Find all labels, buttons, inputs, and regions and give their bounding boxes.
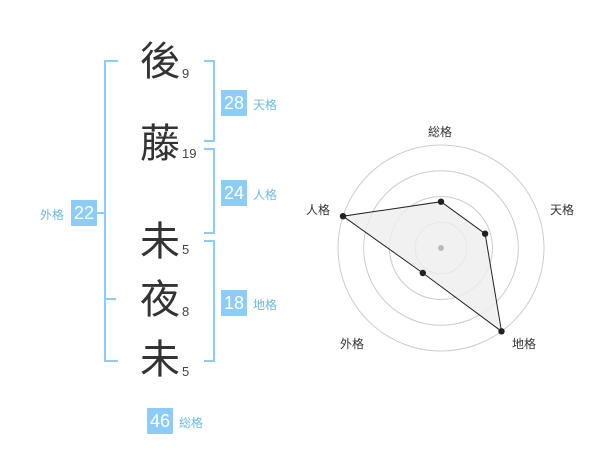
soukaku-value: 46 <box>147 408 173 434</box>
radar-center-dot <box>438 245 444 251</box>
chikaku-bracket <box>204 240 215 362</box>
gaikaku-bracket <box>104 60 118 362</box>
tenkaku-value: 28 <box>221 90 247 116</box>
radar-axis-label-tenkaku: 天格 <box>550 203 575 217</box>
stroke-count-3: 5 <box>182 242 190 257</box>
jinkaku-bracket <box>204 148 215 234</box>
stroke-count-1: 9 <box>182 66 190 81</box>
radar-axis-label-jinkaku: 人格 <box>306 203 331 217</box>
radar-point-4 <box>419 269 426 277</box>
name-char-2: 藤 <box>140 121 180 167</box>
chikaku-value: 18 <box>221 290 247 316</box>
gaikaku-bracket-connector <box>96 212 105 214</box>
radar-polygon <box>341 201 503 333</box>
jinkaku-value: 24 <box>221 180 247 206</box>
stroke-count-4: 8 <box>182 304 190 319</box>
gaikaku-value: 22 <box>71 200 97 226</box>
radar-point-2 <box>481 230 489 237</box>
name-char-1: 後 <box>140 39 180 85</box>
radar-ring-3 <box>363 170 519 326</box>
tenkaku-label: 天格 <box>253 98 278 112</box>
radar-axis-label-chikaku: 地格 <box>512 337 537 351</box>
radar-axis-label-soukaku: 総格 <box>428 125 453 139</box>
radar-point-3 <box>498 328 505 335</box>
jinkaku-label: 人格 <box>253 188 278 202</box>
soukaku-label: 総格 <box>179 416 204 430</box>
stroke-count-5: 5 <box>182 364 190 379</box>
gaikaku-bracket-tick <box>104 298 116 300</box>
stroke-count-2: 19 <box>182 146 197 161</box>
name-char-4: 夜 <box>140 277 180 323</box>
name-char-5: 未 <box>140 337 180 383</box>
gaikaku-label: 外格 <box>40 208 65 222</box>
tenkaku-bracket <box>204 60 215 142</box>
radar-axis-label-gaikaku: 外格 <box>340 337 365 351</box>
name-char-3: 未 <box>140 219 180 265</box>
radar-point-1 <box>437 198 445 205</box>
chikaku-label: 地格 <box>253 298 278 312</box>
radar-ring-4 <box>337 144 545 352</box>
radar-point-5 <box>339 213 347 220</box>
